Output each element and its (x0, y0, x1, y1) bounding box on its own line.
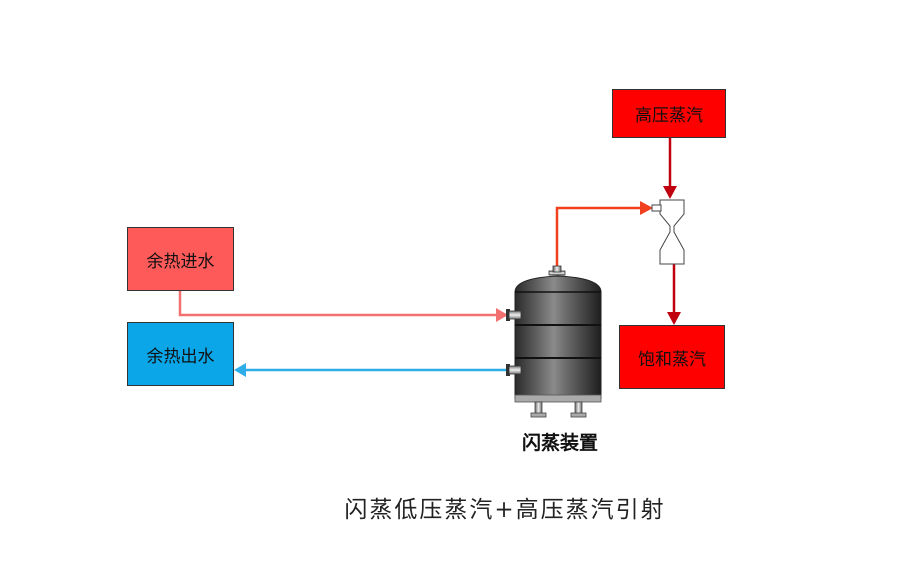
node-hot-water-in-label: 余热进水 (146, 251, 215, 272)
flash-tank-label: 闪蒸装置 (521, 432, 598, 454)
node-hp-steam-label: 高压蒸汽 (635, 106, 703, 126)
node-hot-water-out: 余热出水 (127, 322, 234, 386)
edge-hp-steam-to-ejector (663, 138, 677, 199)
edge-tank-to-hot-out (234, 363, 508, 377)
edge-ejector-to-sat-steam (667, 264, 681, 325)
node-hp-steam: 高压蒸汽 (612, 89, 726, 138)
node-saturated-steam-label: 饱和蒸汽 (638, 349, 706, 370)
ejector-icon (651, 199, 685, 265)
node-hot-water-out-label: 余热出水 (146, 346, 215, 367)
node-hot-water-in: 余热进水 (127, 227, 234, 291)
edge-tank-to-ejector (555, 201, 653, 272)
diagram-caption: 闪蒸低压蒸汽+高压蒸汽引射 (344, 497, 666, 523)
flash-tank-icon (506, 265, 602, 418)
edge-hot-in-to-tank (178, 291, 508, 322)
node-saturated-steam: 饱和蒸汽 (619, 325, 725, 389)
